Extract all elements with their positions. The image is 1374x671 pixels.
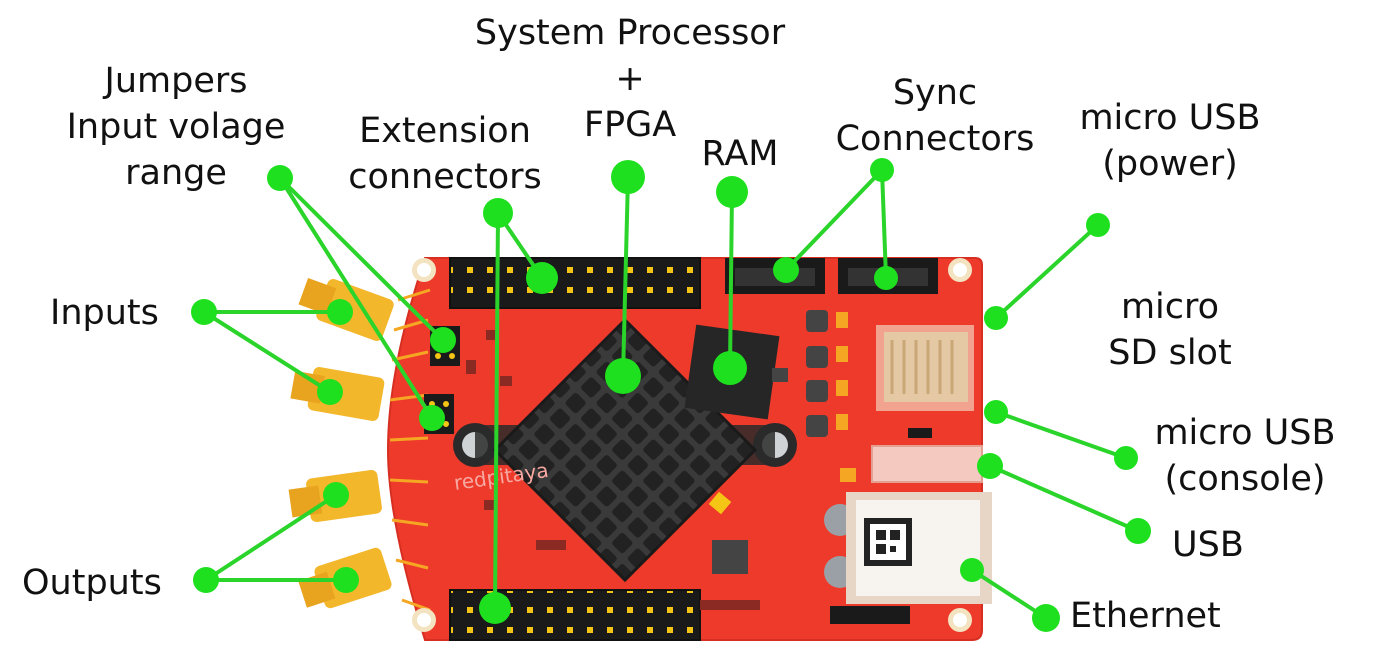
- dot-musb-console-target: [984, 400, 1008, 424]
- label-micro-sd-slot: micro SD slot: [1100, 284, 1240, 376]
- label-sync-line1: Sync: [892, 73, 978, 113]
- label-outputs: Outputs: [22, 560, 162, 606]
- dot-sysproc-origin: [611, 160, 645, 194]
- label-ram: RAM: [690, 131, 790, 177]
- label-musb-power-line1: micro USB: [1079, 98, 1261, 138]
- label-sync-connectors: Sync Connectors: [815, 70, 1055, 162]
- bottom-pin-strip: [830, 606, 910, 624]
- label-ram-text: RAM: [701, 134, 779, 174]
- label-musb-power-line2: (power): [1102, 144, 1238, 184]
- label-inputs-text: Inputs: [50, 293, 159, 333]
- dot-ethernet-origin: [1032, 604, 1060, 632]
- label-sysproc-line2: +: [615, 59, 645, 99]
- micro-sd-slot: [876, 325, 974, 411]
- edge-traces: [389, 288, 431, 612]
- label-usb: USB: [1172, 522, 1244, 568]
- label-musb-console-line1: micro USB: [1154, 413, 1336, 453]
- extension-header-top: [449, 257, 701, 309]
- callout-lines: [202, 168, 1139, 620]
- label-ethernet-text: Ethernet: [1070, 596, 1221, 636]
- label-sd-line2: SD slot: [1108, 333, 1232, 373]
- label-outputs-text: Outputs: [22, 563, 162, 603]
- dot-ram-origin: [716, 176, 748, 208]
- dot-usb-origin: [1125, 518, 1151, 544]
- dot-extension-top: [526, 262, 558, 294]
- dot-sysproc-target: [605, 358, 641, 394]
- dot-extension-bottom: [479, 592, 511, 624]
- label-extension-connectors: Extension connectors: [330, 108, 560, 200]
- dot-inputs-2: [317, 379, 343, 405]
- dot-inputs-origin: [191, 299, 217, 325]
- label-system-processor: System Processor + FPGA: [450, 10, 810, 148]
- dot-outputs-2: [333, 567, 359, 593]
- dot-outputs-1: [323, 482, 349, 508]
- label-sd-line1: micro: [1120, 287, 1220, 327]
- small-components: [466, 330, 760, 610]
- label-sysproc-line3: FPGA: [583, 105, 677, 145]
- dot-jumpers-1: [430, 327, 456, 353]
- dot-jumpers-2: [419, 405, 445, 431]
- dot-musb-power-target: [984, 306, 1008, 330]
- label-jumpers-line1: Jumpers: [104, 61, 248, 101]
- dot-outputs-origin: [193, 567, 219, 593]
- dot-sync-2: [874, 266, 898, 290]
- mounting-holes: [412, 258, 972, 632]
- ethernet-jack: [846, 492, 992, 604]
- label-sync-line2: Connectors: [835, 119, 1035, 159]
- dot-extension-origin: [483, 198, 513, 228]
- label-jumpers: Jumpers Input volage range: [40, 58, 312, 196]
- dot-usb-target: [977, 453, 1003, 479]
- label-sysproc-line1: System Processor: [474, 13, 786, 53]
- dot-jumpers-origin: [267, 165, 293, 191]
- label-jumpers-line2: Input volage: [66, 107, 286, 147]
- callout-dots: [191, 158, 1151, 632]
- label-extension-line2: connectors: [348, 157, 542, 197]
- dot-inputs-1: [327, 299, 353, 325]
- label-jumpers-line3: range: [125, 153, 227, 193]
- dot-ram-target: [713, 351, 747, 385]
- label-extension-line1: Extension: [359, 111, 531, 151]
- label-musb-console-line2: (console): [1164, 459, 1326, 499]
- label-micro-usb-power: micro USB (power): [1060, 95, 1280, 187]
- sma-connectors: [288, 278, 394, 609]
- dot-ethernet-target: [960, 558, 984, 582]
- dot-musb-console-origin: [1114, 446, 1138, 470]
- dot-sync-origin: [870, 158, 894, 182]
- label-micro-usb-console: micro USB (console): [1140, 410, 1350, 502]
- dot-musb-power-origin: [1086, 213, 1110, 237]
- label-inputs: Inputs: [50, 290, 159, 336]
- usb-connector: [871, 445, 983, 483]
- label-usb-text: USB: [1172, 525, 1244, 565]
- label-ethernet: Ethernet: [1070, 593, 1221, 639]
- dot-sync-1: [773, 257, 799, 283]
